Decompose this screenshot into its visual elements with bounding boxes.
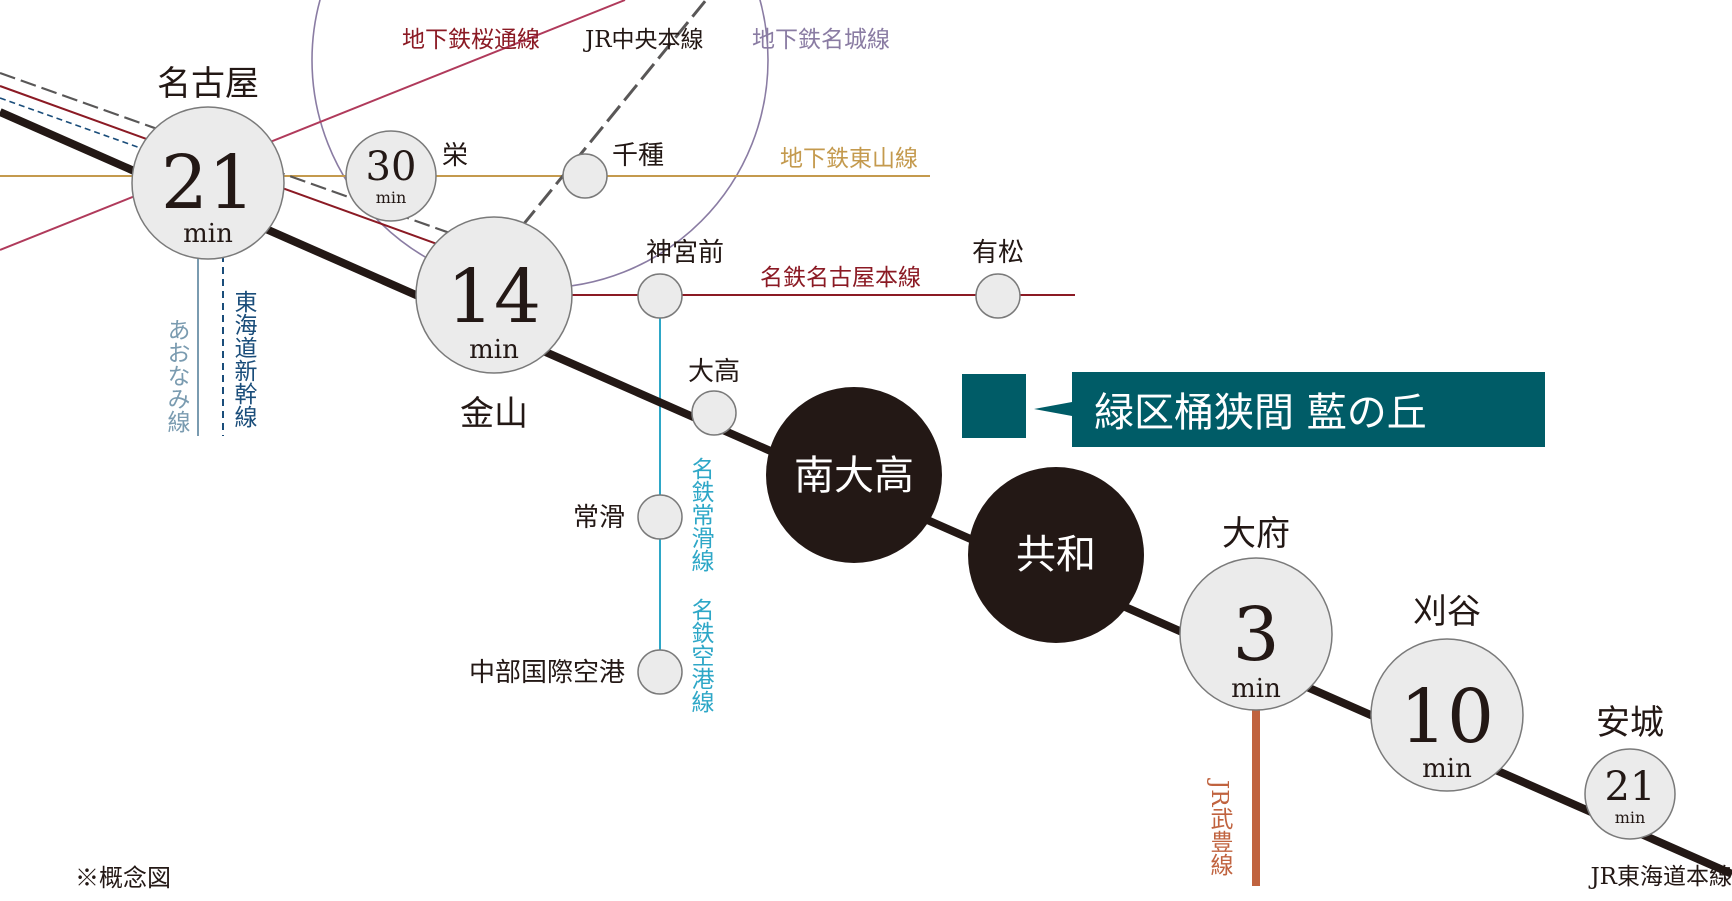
jingumae-name: 神宮前 (646, 238, 724, 268)
station-anjo[interactable]: 21 min 安城 (1584, 703, 1676, 840)
station-tokoname[interactable]: 常滑 (573, 494, 683, 540)
meitetsu-nagoya-label: 名鉄名古屋本線 (760, 265, 921, 291)
sakuradori-label: 地下鉄桜通線 (402, 27, 540, 53)
minamiodaka-name: 南大高 (794, 453, 914, 499)
aonami-label: あおなみ線 (163, 318, 191, 433)
kyowa-name: 共和 (1016, 532, 1096, 578)
station-odaka[interactable]: 大高 (688, 357, 740, 436)
destination-callout[interactable]: 緑区桶狭間 藍の丘 (1034, 372, 1545, 447)
concept-note: ※概念図 (75, 864, 171, 892)
station-obu[interactable]: 3 min 大府 (1179, 514, 1333, 711)
sakae-name: 栄 (442, 141, 468, 171)
anjo-unit: min (1615, 808, 1646, 827)
obu-minutes: 3 (1232, 592, 1279, 678)
nagoya-minutes: 21 (161, 140, 255, 226)
kanayama-minutes: 14 (447, 254, 541, 340)
station-chubu-airport[interactable]: 中部国際空港 (469, 649, 683, 695)
arimatsu-name: 有松 (972, 238, 1024, 268)
obu-name: 大府 (1222, 514, 1290, 554)
obu-unit: min (1231, 674, 1281, 704)
destination-name: 緑区桶狭間 藍の丘 (1094, 390, 1427, 436)
nagoya-name: 名古屋 (157, 64, 259, 104)
station-chikusa[interactable]: 千種 (562, 141, 664, 199)
kuko-label: 名鉄空港線 (687, 598, 715, 713)
station-jingumae[interactable]: 神宮前 (637, 238, 724, 319)
station-nagoya[interactable]: 21 min 名古屋 (131, 64, 285, 260)
kariya-minutes: 10 (1400, 674, 1494, 760)
station-minamiodaka[interactable]: 南大高 (766, 387, 942, 563)
sakuradori-line (0, 0, 626, 251)
chikusa-name: 千種 (612, 141, 664, 171)
kanayama-name: 金山 (460, 394, 528, 434)
jr-chuo-label: JR中央本線 (583, 27, 704, 53)
station-kyowa[interactable]: 共和 (968, 467, 1144, 643)
anjo-minutes: 21 (1605, 764, 1656, 810)
odaka-name: 大高 (688, 357, 740, 387)
station-arimatsu[interactable]: 有松 (972, 238, 1024, 319)
station-kanayama[interactable]: 14 min 金山 (415, 216, 573, 434)
sakae-unit: min (376, 188, 407, 207)
higashiyama-label: 地下鉄東山線 (780, 146, 918, 172)
sakae-minutes: 30 (366, 144, 417, 190)
kariya-name: 刈谷 (1413, 592, 1481, 632)
station-sakae[interactable]: 30 min 栄 (345, 130, 468, 222)
chubu-airport-name: 中部国際空港 (469, 658, 625, 688)
tokoname-name: 常滑 (573, 503, 625, 533)
kanayama-unit: min (469, 335, 519, 365)
shinkansen-label: 東海道新幹線 (230, 290, 258, 428)
kariya-unit: min (1422, 754, 1472, 784)
taketoyo-label: JR武豊線 (1206, 778, 1234, 876)
nagoya-unit: min (183, 219, 233, 249)
destination-marker (962, 374, 1026, 438)
tokaido-label: JR東海道本線 (1588, 864, 1732, 890)
station-kariya[interactable]: 10 min 刈谷 (1370, 592, 1524, 792)
meijo-label: 地下鉄名城線 (752, 27, 890, 53)
anjo-name: 安城 (1596, 703, 1664, 743)
tokoname-label: 名鉄常滑線 (687, 457, 715, 572)
